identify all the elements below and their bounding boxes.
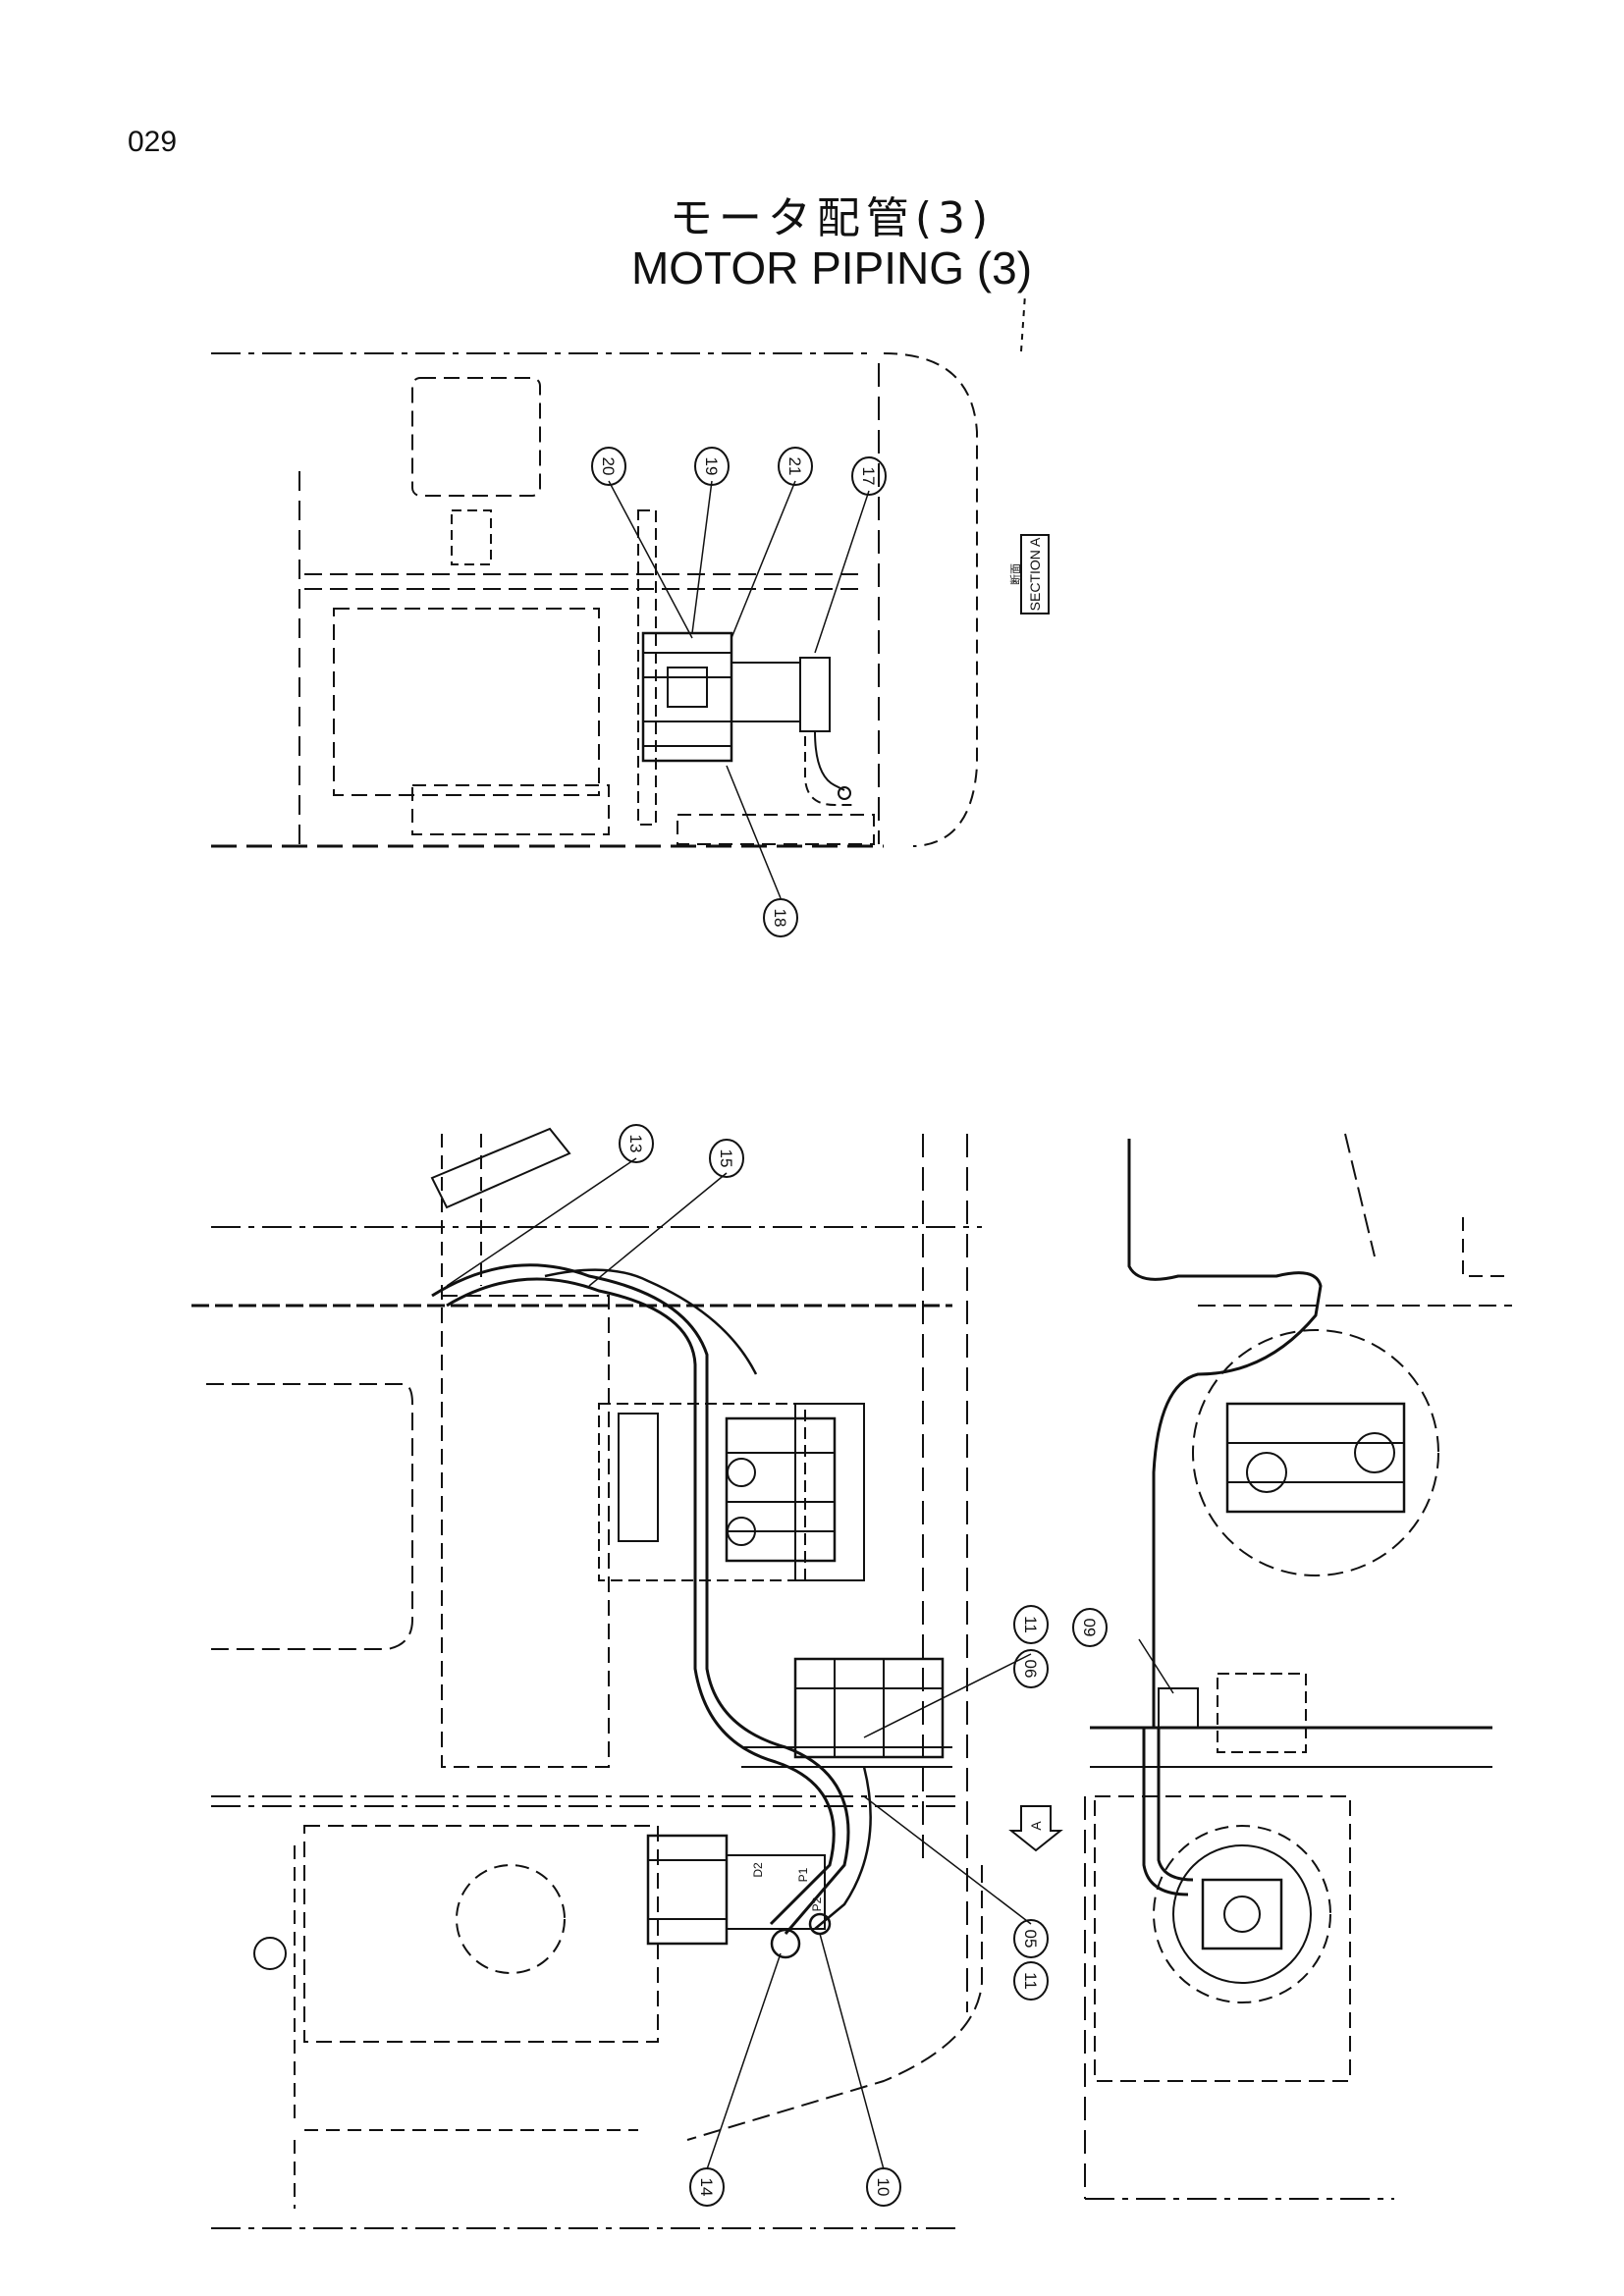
callout-05: 05 bbox=[1021, 1930, 1040, 1949]
callout-06: 06 bbox=[1021, 1660, 1040, 1679]
callout-10: 10 bbox=[874, 2178, 893, 2197]
callout-circle-19 bbox=[694, 447, 730, 486]
callout-14: 14 bbox=[697, 2178, 716, 2197]
callout-11-lower: 11 bbox=[1021, 1972, 1040, 1990]
port-label-d2: D2 bbox=[751, 1862, 765, 1878]
side-view-right bbox=[1084, 1133, 1512, 2200]
callout-17: 17 bbox=[859, 467, 878, 486]
callout-18: 18 bbox=[771, 909, 789, 928]
callout-circle-05 bbox=[1013, 1919, 1049, 1958]
title-english: MOTOR PIPING (3) bbox=[630, 242, 1033, 294]
callout-circle-21 bbox=[778, 447, 813, 486]
callout-13: 13 bbox=[626, 1135, 645, 1153]
callout-circle-15 bbox=[709, 1139, 744, 1178]
callout-circle-11b bbox=[1013, 1961, 1049, 2001]
callout-15: 15 bbox=[717, 1149, 735, 1168]
section-label-text: SECTION A bbox=[1027, 537, 1043, 611]
callout-circle-17 bbox=[851, 456, 887, 496]
callout-circle-11a bbox=[1013, 1605, 1049, 1644]
callout-21: 21 bbox=[785, 457, 804, 476]
plan-view-left bbox=[191, 1127, 983, 2229]
section-label-jp: 断面 bbox=[1008, 563, 1022, 585]
top-view bbox=[211, 294, 1026, 848]
callout-circle-10 bbox=[866, 2167, 901, 2207]
port-label-p2: P2 bbox=[810, 1896, 824, 1911]
title-japanese: モータ配管(3) bbox=[669, 193, 995, 243]
port-label-p1: P1 bbox=[796, 1867, 810, 1882]
callout-19: 19 bbox=[702, 457, 721, 476]
callout-circle-14 bbox=[689, 2167, 725, 2207]
callout-09: 09 bbox=[1080, 1619, 1099, 1637]
leader-lines bbox=[446, 480, 1174, 2170]
view-arrow-a bbox=[1008, 1805, 1063, 1852]
section-a-label bbox=[1020, 534, 1050, 614]
callouts bbox=[591, 447, 1108, 2207]
callout-circle-18 bbox=[763, 898, 798, 937]
callout-circle-09 bbox=[1072, 1608, 1108, 1647]
callout-circle-06 bbox=[1013, 1649, 1049, 1688]
callout-circle-20 bbox=[591, 447, 626, 486]
page-number: 029 bbox=[128, 126, 178, 158]
callout-circle-13 bbox=[619, 1124, 654, 1163]
view-arrow-label: A bbox=[1028, 1821, 1044, 1831]
callout-20: 20 bbox=[599, 457, 618, 476]
callout-11-upper: 11 bbox=[1021, 1616, 1040, 1633]
